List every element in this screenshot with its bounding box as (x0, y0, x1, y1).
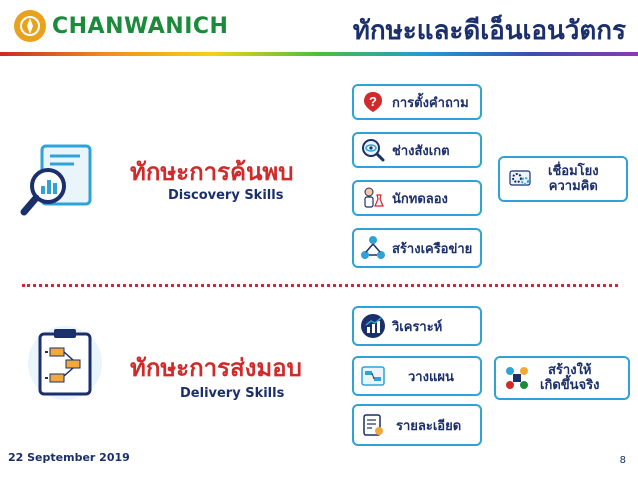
skill-observing[interactable]: ช่างสังเกต (352, 132, 482, 168)
outcome-making-it-happen-label: สร้างให้ เกิดขึ้นจริง (540, 363, 599, 393)
discovery-title: ทักษะการค้นพบ (130, 158, 294, 186)
plan-icon (360, 363, 386, 389)
svg-text:?: ? (369, 94, 377, 109)
skill-observing-label: ช่างสังเกต (392, 143, 450, 159)
logo-text: CHANWANICH (52, 13, 229, 39)
skill-networking-label: สร้างเครือข่าย (392, 241, 473, 257)
page-number: 8 (619, 455, 626, 466)
skill-detailing[interactable]: รายละเอียด (352, 404, 482, 446)
outcome-connecting-ideas[interactable]: เชื่อมโยง ความคิด (498, 156, 628, 202)
skill-experimenting-label: นักทดลอง (392, 191, 448, 207)
section-divider (22, 284, 618, 287)
network-icon (360, 235, 386, 261)
skill-planning[interactable]: วางแผน (352, 356, 482, 396)
skill-questioning[interactable]: ? การตั้งคำถาม (352, 84, 482, 120)
outcome-connecting-line2: ความคิด (548, 179, 598, 194)
delivery-subtitle: Delivery Skills (180, 386, 285, 401)
delivery-clipboard-icon (26, 324, 104, 402)
process-icon (504, 365, 530, 391)
footer-date: 22 September 2019 (8, 451, 130, 464)
outcome-making-line1: สร้างให้ (548, 363, 592, 378)
eye-magnifier-icon (360, 137, 386, 163)
logo-emblem-icon (14, 10, 46, 42)
skill-planning-label: วางแผน (408, 369, 454, 385)
discovery-magnifier-icon (18, 142, 96, 220)
skill-detailing-label: รายละเอียด (396, 418, 462, 434)
skill-analyzing-label: วิเคราะห์ (392, 319, 443, 335)
outcome-connecting-line1: เชื่อมโยง (548, 164, 599, 179)
page-title: ทักษะและดีเอ็นเอนวัตกร (352, 16, 626, 46)
outcome-making-it-happen[interactable]: สร้างให้ เกิดขึ้นจริง (494, 356, 630, 400)
checklist-icon (360, 412, 386, 438)
chart-icon (360, 313, 386, 339)
header-rainbow-bar (0, 52, 638, 56)
gears-icon (508, 166, 534, 192)
company-logo: CHANWANICH (14, 10, 228, 42)
skill-networking[interactable]: สร้างเครือข่าย (352, 228, 482, 268)
experimenter-icon (360, 185, 386, 211)
skill-questioning-label: การตั้งคำถาม (392, 95, 469, 111)
skill-experimenting[interactable]: นักทดลอง (352, 180, 482, 216)
outcome-making-line2: เกิดขึ้นจริง (540, 378, 600, 393)
outcome-connecting-ideas-label: เชื่อมโยง ความคิด (548, 164, 599, 194)
discovery-subtitle: Discovery Skills (168, 188, 284, 203)
delivery-title: ทักษะการส่งมอบ (130, 354, 302, 382)
question-icon: ? (360, 89, 386, 115)
skill-analyzing[interactable]: วิเคราะห์ (352, 306, 482, 346)
